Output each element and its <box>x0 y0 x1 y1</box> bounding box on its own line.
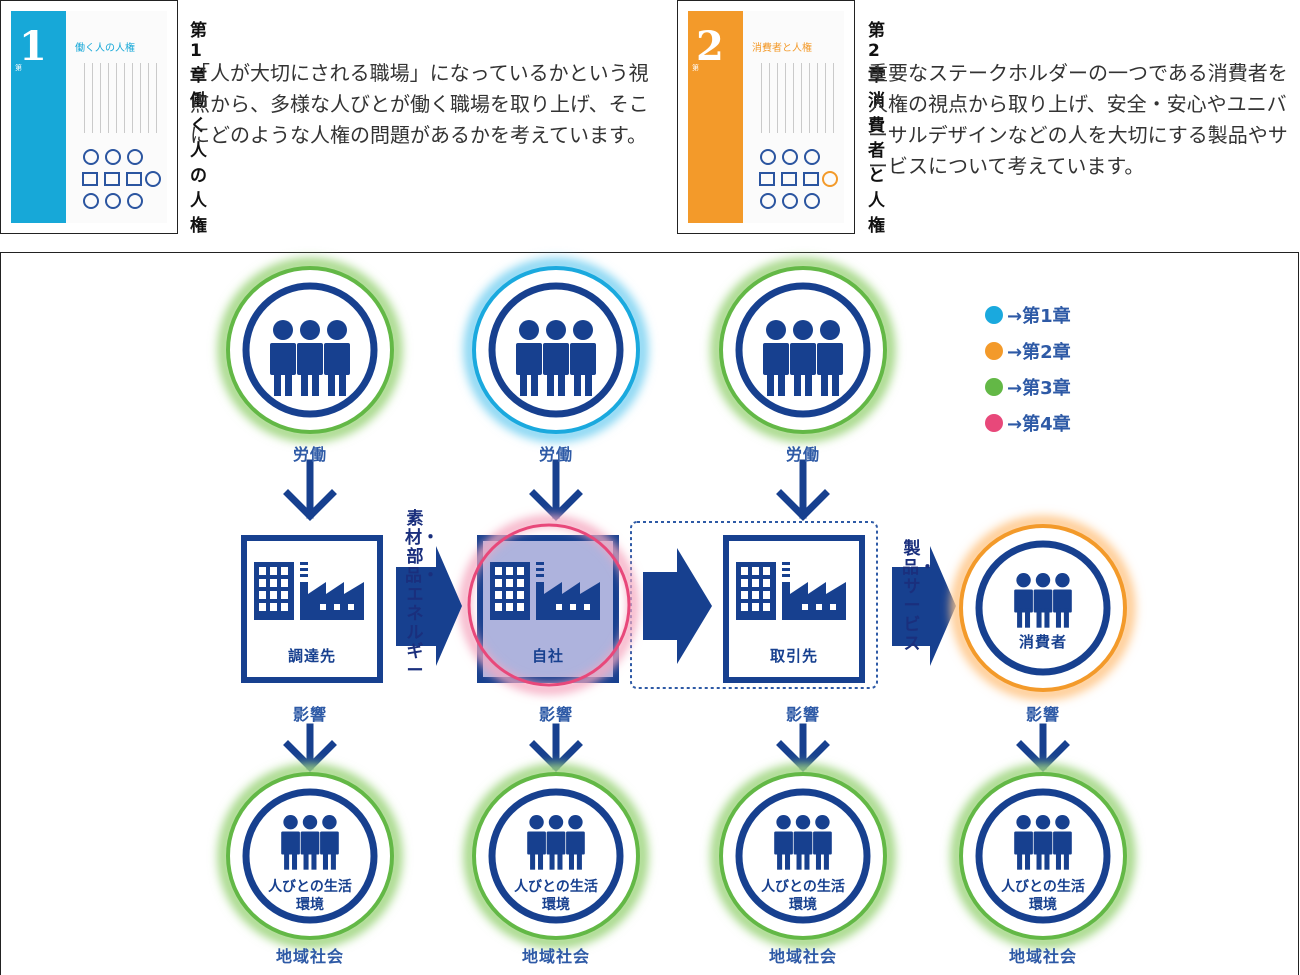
community-circle-1 <box>218 764 402 948</box>
legend-item-chapter-3: →第3章 <box>985 369 1071 405</box>
partner-label: 取引先 <box>769 647 818 665</box>
consumer-label: 消費者 <box>1018 633 1067 651</box>
influence-label-4: 影響 <box>1025 705 1060 724</box>
thumb-text-lines <box>754 63 834 133</box>
legend-item-chapter-2: →第2章 <box>985 333 1071 369</box>
thumb-mini-diagram <box>82 149 161 209</box>
community-circle-4 <box>951 764 1135 948</box>
region-label-1: 地域社会 <box>275 947 344 966</box>
chapter-1-thumb-title: 働く人の人権 <box>75 43 135 54</box>
labor-label-supplier: 労働 <box>292 445 327 464</box>
own-company-pink-highlight <box>460 516 638 694</box>
labor-circle-partner <box>711 258 895 442</box>
supplier-label: 調達先 <box>287 647 336 665</box>
products-flow-arrow <box>892 546 956 666</box>
legend-item-chapter-4: →第4章 <box>985 405 1071 441</box>
down-arrows-labor <box>283 459 830 521</box>
chapter-1-title: 第1章 働く人の人権 <box>190 21 207 236</box>
stakeholder-diagram-frame <box>0 252 1299 975</box>
region-label-4: 地域社会 <box>1008 947 1077 966</box>
chapter-1-thumb-number: 1 <box>19 23 47 70</box>
chapter-1-color-band <box>11 11 66 223</box>
materials-flow-label: 素材・部品・エネルギー <box>405 509 439 681</box>
legend-dot-icon <box>985 414 1003 432</box>
chapter-2-thumbnail: 2 第 消費者と人権 <box>677 0 855 234</box>
influence-label-1: 影響 <box>292 705 327 724</box>
thumb-text-lines <box>77 63 157 133</box>
legend-dot-icon <box>985 306 1003 324</box>
partner-box <box>723 535 865 683</box>
legend-item-chapter-1: →第1章 <box>985 297 1071 333</box>
labor-circle-own-company <box>464 258 648 442</box>
chapter-1-description: 「人が大切にされる職場」になっているかという視点から、多様な人びとが働く職場を取… <box>190 61 649 147</box>
chapter-2-color-band <box>688 11 743 223</box>
consumer-circle <box>951 516 1135 700</box>
life-label-4: 人びとの生活環境 <box>1001 879 1085 913</box>
own-to-partner-arrow <box>643 548 712 664</box>
life-label-3: 人びとの生活環境 <box>761 879 845 913</box>
own-company-box <box>477 535 619 683</box>
chapter-2-description: 重要なステークホルダーの一つである消費者を人権の視点から取り上げ、安全・安心やユ… <box>868 61 1288 178</box>
influence-label-3: 影響 <box>785 705 820 724</box>
chapter-2-title: 第2章 消費者と人権 <box>868 21 885 236</box>
life-label-1: 人びとの生活環境 <box>268 879 352 913</box>
chapter-2-thumb-number: 2 <box>696 23 724 70</box>
thumb-mini-diagram <box>759 149 838 209</box>
labor-circle-supplier <box>218 258 402 442</box>
chapter-2-thumb-title: 消費者と人権 <box>752 43 812 54</box>
life-label-2: 人びとの生活環境 <box>514 879 598 913</box>
influence-label-2: 影響 <box>538 705 573 724</box>
region-label-2: 地域社会 <box>521 947 590 966</box>
chapter-legend: →第1章 →第2章 →第3章 →第4章 <box>985 297 1071 441</box>
region-label-3: 地域社会 <box>768 947 837 966</box>
products-flow-label: 製品・サービス <box>902 539 936 654</box>
chapter-1-thumbnail: 1 第 働く人の人権 <box>0 0 178 234</box>
labor-label-own: 労働 <box>538 445 573 464</box>
labor-label-partner: 労働 <box>785 445 820 464</box>
community-circle-2 <box>464 764 648 948</box>
supplier-box <box>241 535 383 683</box>
community-circle-3 <box>711 764 895 948</box>
legend-dot-icon <box>985 378 1003 396</box>
materials-flow-arrow <box>396 546 462 666</box>
own-company-label: 自社 <box>531 647 564 665</box>
down-arrows-influence <box>283 723 1070 772</box>
legend-dot-icon <box>985 342 1003 360</box>
